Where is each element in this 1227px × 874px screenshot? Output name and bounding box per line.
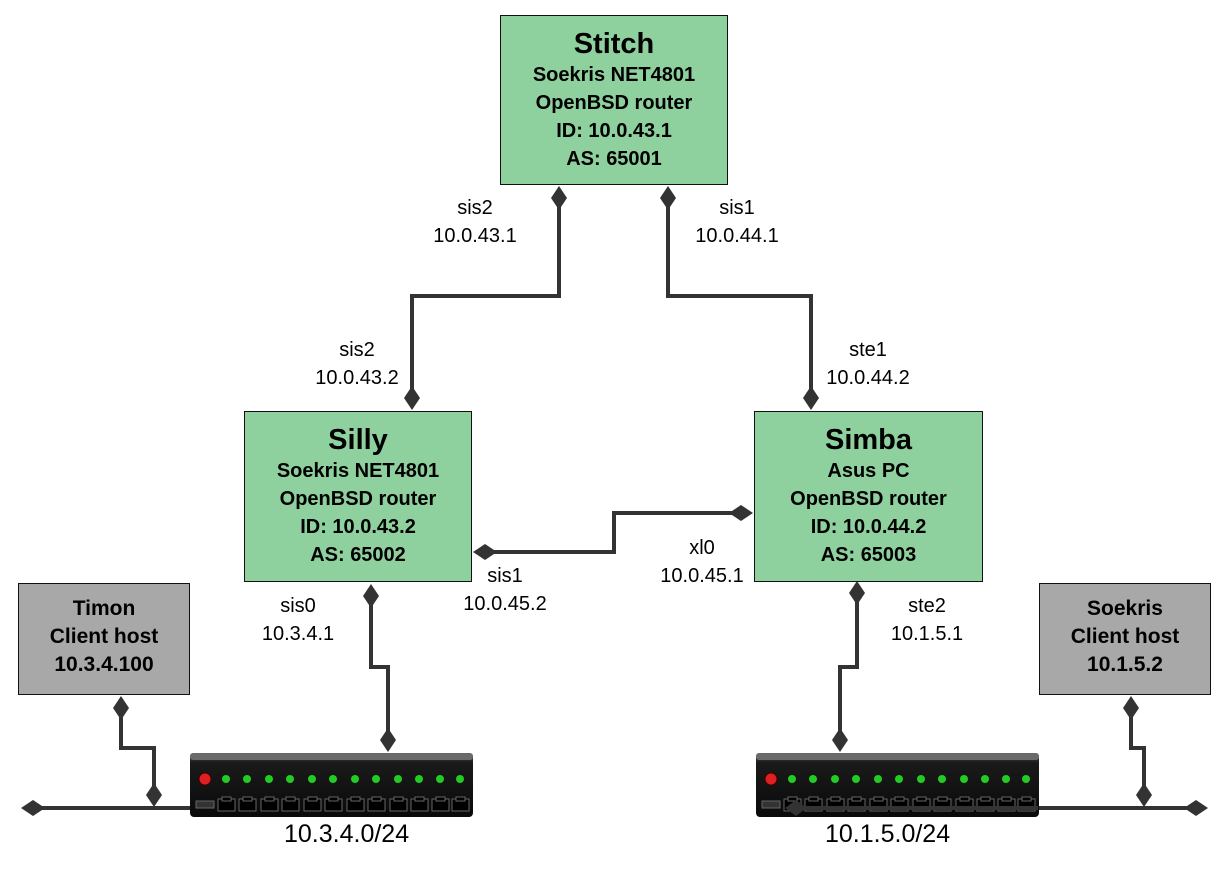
iface-simba-xl0: xl0 10.0.45.1	[642, 534, 762, 590]
host-soekris-ip: 10.1.5.2	[1087, 653, 1163, 676]
iface-name: sis1	[487, 565, 523, 587]
links	[33, 198, 1196, 810]
router-stitch-name: Stitch	[573, 28, 655, 60]
iface-name: sis2	[339, 339, 375, 361]
iface-stitch-sis1: sis1 10.0.44.1	[677, 194, 797, 250]
diamond-connector-icon	[1123, 696, 1139, 720]
router-simba-model: Asus PC	[827, 460, 910, 482]
diamond-connector-icon	[146, 783, 162, 807]
host-soekris: Soekris Client host 10.1.5.2	[1039, 583, 1211, 695]
iface-silly-sis2: sis2 10.0.43.2	[297, 336, 417, 392]
connectors	[21, 186, 1208, 816]
diamond-connector-icon	[363, 584, 379, 608]
iface-silly-sis0: sis0 10.3.4.1	[238, 592, 358, 648]
iface-name: xl0	[689, 537, 715, 559]
iface-name: ste2	[908, 595, 946, 617]
diamond-connector-icon	[803, 386, 819, 410]
iface-ip: 10.0.45.2	[463, 593, 547, 615]
iface-ip: 10.0.44.2	[826, 367, 910, 389]
iface-name: sis0	[280, 595, 316, 617]
diamond-connector-icon	[832, 728, 848, 752]
iface-silly-sis1: sis1 10.0.45.2	[445, 562, 565, 618]
iface-ip: 10.1.5.1	[890, 623, 964, 645]
host-soekris-role: Client host	[1070, 625, 1180, 648]
diamond-connector-icon	[849, 581, 865, 605]
switch-left-icon	[190, 753, 473, 817]
iface-ip: 10.3.4.1	[261, 623, 335, 645]
iface-ip: 10.0.44.1	[695, 225, 779, 247]
iface-name: ste1	[849, 339, 887, 361]
iface-simba-ste2: ste2 10.1.5.1	[867, 592, 987, 648]
router-simba: Simba Asus PC OpenBSD router ID: 10.0.44…	[754, 411, 983, 582]
diamond-connector-icon	[1136, 783, 1152, 807]
diamond-connector-icon	[785, 800, 807, 816]
host-timon-role: Client host	[49, 625, 159, 648]
diamond-connector-icon	[113, 696, 129, 720]
diamond-connector-icon	[729, 505, 753, 521]
router-silly-model: Soekris NET4801	[276, 460, 440, 482]
diamond-connector-icon	[404, 386, 420, 410]
diamond-connector-icon	[21, 800, 45, 816]
link-timon-switch	[119, 708, 156, 795]
router-stitch-role: OpenBSD router	[535, 92, 693, 114]
router-simba-as: AS: 65003	[820, 544, 917, 566]
diamond-connector-icon	[551, 186, 567, 210]
link-silly-switch	[369, 596, 390, 740]
link-simba-switch	[838, 593, 859, 740]
iface-name: sis2	[457, 197, 493, 219]
host-soekris-name: Soekris	[1087, 597, 1163, 620]
diamond-connector-icon	[473, 544, 497, 560]
diamond-connector-icon	[660, 186, 676, 210]
host-timon-ip: 10.3.4.100	[54, 653, 154, 676]
link-silly-simba	[485, 511, 741, 554]
iface-ip: 10.0.43.2	[315, 367, 399, 389]
link-stitch-simba	[666, 198, 813, 397]
router-stitch-model: Soekris NET4801	[532, 64, 696, 86]
link-soekris-switch	[1129, 708, 1146, 795]
router-silly-as: AS: 65002	[310, 544, 406, 566]
iface-ip: 10.0.43.1	[433, 225, 517, 247]
host-timon: Timon Client host 10.3.4.100	[18, 583, 190, 695]
network-label-right: 10.1.5.0/24	[825, 820, 951, 848]
router-simba-id: ID: 10.0.44.2	[810, 516, 927, 538]
router-stitch-as: AS: 65001	[566, 148, 662, 170]
iface-name: sis1	[719, 197, 755, 219]
diamond-connector-icon	[1184, 800, 1208, 816]
iface-stitch-sis2: sis2 10.0.43.1	[415, 194, 535, 250]
router-simba-name: Simba	[824, 424, 913, 456]
network-label-left: 10.3.4.0/24	[284, 820, 410, 848]
iface-ip: 10.0.45.1	[660, 565, 744, 587]
router-stitch-id: ID: 10.0.43.1	[556, 120, 672, 142]
switch-right-icon	[756, 753, 1039, 817]
router-silly-id: ID: 10.0.43.2	[300, 516, 416, 538]
iface-simba-ste1: ste1 10.0.44.2	[808, 336, 928, 392]
router-simba-role: OpenBSD router	[790, 488, 947, 510]
link-stitch-silly	[410, 198, 561, 397]
router-silly-role: OpenBSD router	[279, 488, 437, 510]
router-silly: Silly Soekris NET4801 OpenBSD router ID:…	[244, 411, 472, 582]
diamond-connector-icon	[380, 728, 396, 752]
host-timon-name: Timon	[72, 597, 136, 620]
router-stitch: Stitch Soekris NET4801 OpenBSD router ID…	[500, 15, 728, 185]
router-silly-name: Silly	[328, 424, 388, 456]
